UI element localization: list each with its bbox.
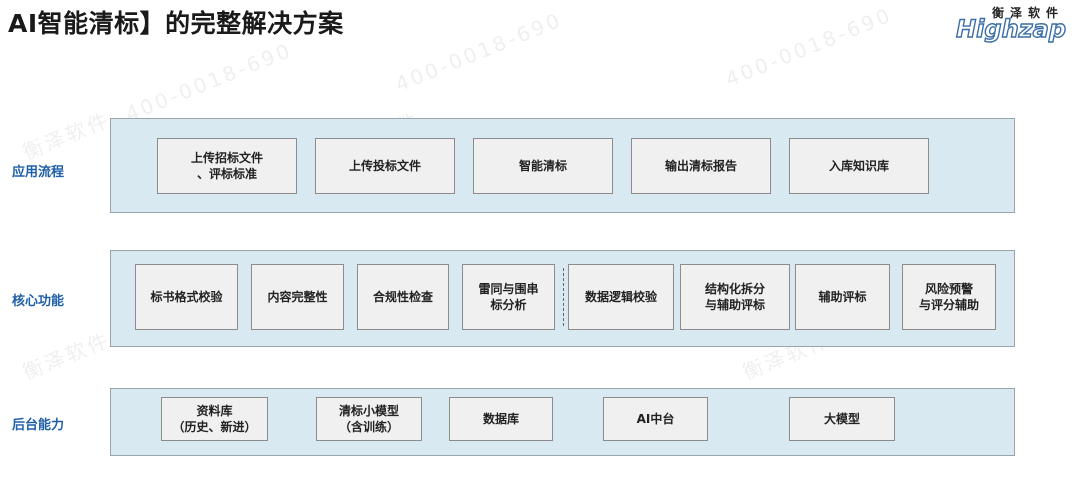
backend-small-model: 清标小模型 （含训练） <box>316 397 422 441</box>
func-completeness: 内容完整性 <box>251 264 344 330</box>
logo-en-text: Highzap <box>955 14 1066 43</box>
func-risk-warning: 风险预警 与评分辅助 <box>902 264 996 330</box>
watermark: 衡泽软件 <box>19 107 114 165</box>
watermark: 衡泽软件 <box>19 327 114 385</box>
backend-ai-platform: AI中台 <box>603 397 708 441</box>
backend-database: 数据库 <box>449 397 553 441</box>
flow-upload-bid-docs: 上传投标文件 <box>315 138 455 194</box>
backend-large-model: 大模型 <box>789 397 895 441</box>
func-format-check: 标书格式校验 <box>135 264 238 330</box>
watermark: 400-0018-690 <box>121 37 296 127</box>
row-label-core-functions: 核心功能 <box>12 294 65 309</box>
func-data-logic-check: 数据逻辑校验 <box>568 264 674 330</box>
func-assisted-evaluation: 辅助评标 <box>795 264 890 330</box>
logo-cn-text: 衡泽软件 <box>991 6 1064 20</box>
watermark: 400-0018-690 <box>391 7 566 97</box>
row-label-application-flow: 应用流程 <box>12 165 65 180</box>
func-compliance-check: 合规性检查 <box>357 264 449 330</box>
watermark: 400-0018-690 <box>721 2 896 92</box>
func-collusion-analysis: 雷同与围串 标分析 <box>462 264 555 330</box>
flow-upload-tender-docs: 上传招标文件 、评标标准 <box>157 138 297 194</box>
highzap-logo: 衡泽软件 Highzap <box>955 4 1066 44</box>
row-label-backend-capabilities: 后台能力 <box>12 418 65 433</box>
divider <box>563 268 564 326</box>
flow-smart-clearing: 智能清标 <box>473 138 613 194</box>
flow-output-report: 输出清标报告 <box>631 138 771 194</box>
page-title: AI智能清标】的完整解决方案 <box>8 9 344 38</box>
backend-resource-library: 资料库 （历史、新进） <box>161 397 268 441</box>
flow-knowledge-base: 入库知识库 <box>789 138 929 194</box>
func-structured-split: 结构化拆分 与辅助评标 <box>680 264 790 330</box>
